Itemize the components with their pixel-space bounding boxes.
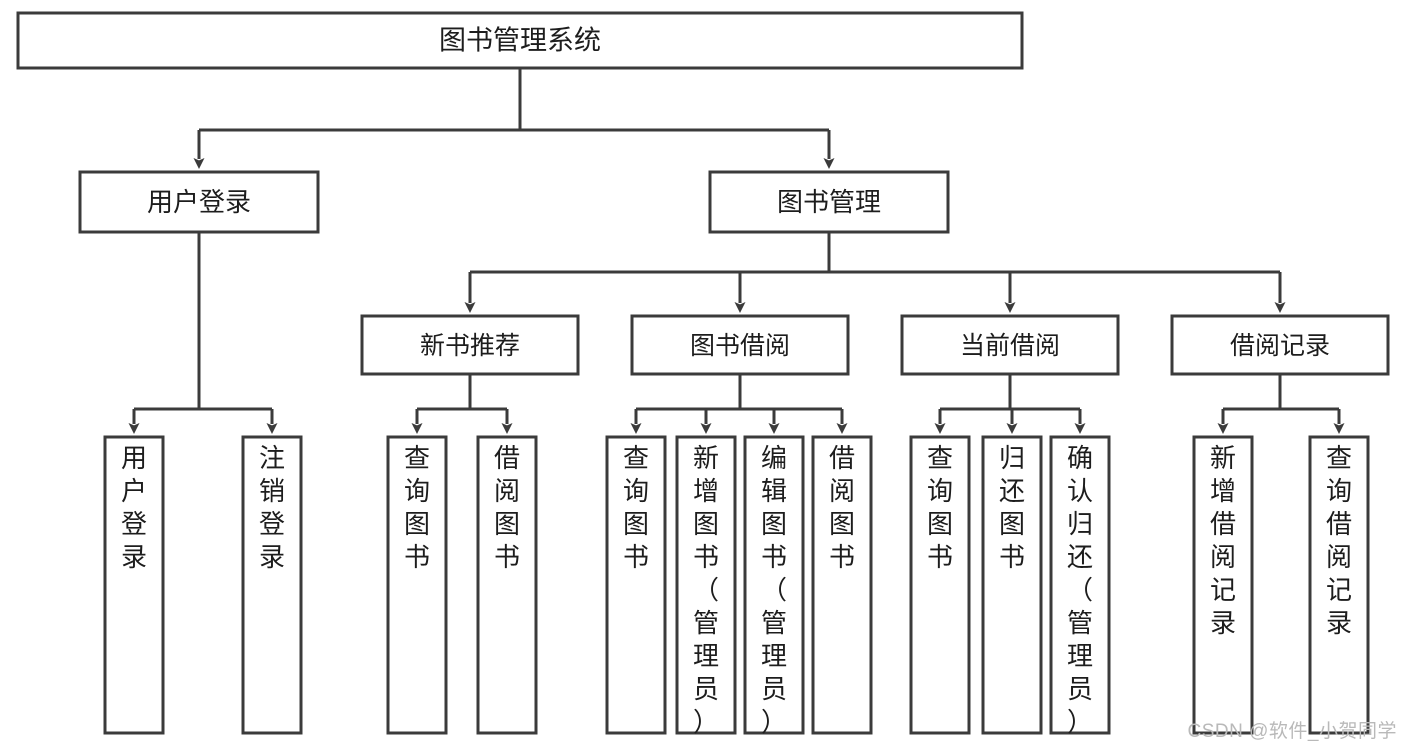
node-box [708,170,950,234]
node-box [1049,435,1111,735]
node-box [900,314,1120,376]
node-layer: 图书管理系统用户登录图书管理新书推荐图书借阅当前借阅借阅记录用户登录注销登录查询… [16,11,1390,737]
node-leaf-add-book[interactable]: 新增图书（管理员） [675,435,737,737]
node-text: 图书管理系统 [439,26,601,56]
node-box [360,314,580,376]
node-book-manage[interactable]: 图书管理 [708,170,950,234]
node-leaf-logout[interactable]: 注销登录 [241,435,303,735]
node-user-login[interactable]: 用户登录 [78,170,320,234]
node-text: 新增借阅记录 [1210,443,1236,638]
node-leaf-borrow-book-2[interactable]: 借阅图书 [811,435,873,735]
node-text: 新书推荐 [420,332,520,360]
node-box [103,435,165,735]
edge-layer [128,68,1345,434]
node-leaf-query-book-3[interactable]: 查询图书 [909,435,971,735]
node-text: 用户登录 [147,187,251,217]
node-text: 借阅记录 [1230,332,1330,360]
node-leaf-user-login[interactable]: 用户登录 [103,435,165,735]
node-leaf-query-book-1[interactable]: 查询图书 [386,435,448,735]
node-box [16,11,1024,70]
node-box [811,435,873,735]
node-box [605,435,667,735]
node-box [78,170,320,234]
node-text: 归还图书 [999,443,1025,572]
node-text: 查询图书 [404,443,430,572]
node-text: 图书借阅 [690,332,790,360]
node-box [743,435,805,735]
node-leaf-borrow-book-1[interactable]: 借阅图书 [476,435,538,735]
node-text: 用户登录 [121,443,147,572]
node-current-borrow[interactable]: 当前借阅 [900,314,1120,376]
node-text: 查询图书 [927,443,953,572]
node-text: 编辑图书（管理员） [761,443,787,737]
node-book-borrow[interactable]: 图书借阅 [630,314,850,376]
node-box [630,314,850,376]
node-leaf-add-record[interactable]: 新增借阅记录 [1192,435,1254,735]
node-box [675,435,737,735]
node-text: 借阅图书 [494,443,520,572]
node-box [386,435,448,735]
node-leaf-return-book[interactable]: 归还图书 [981,435,1043,735]
node-box [1308,435,1370,735]
node-text: 新增图书（管理员） [693,443,719,737]
node-box [1170,314,1390,376]
node-borrow-record[interactable]: 借阅记录 [1170,314,1390,376]
node-text: 借阅图书 [829,443,855,572]
node-box [981,435,1043,735]
node-box [241,435,303,735]
node-text: 查询图书 [623,443,649,572]
node-text: 查询借阅记录 [1326,443,1352,638]
node-box [1192,435,1254,735]
node-box [476,435,538,735]
node-text: 图书管理 [777,187,881,217]
node-leaf-query-record[interactable]: 查询借阅记录 [1308,435,1370,735]
node-root[interactable]: 图书管理系统 [16,11,1024,70]
node-text: 当前借阅 [960,332,1060,360]
node-new-book-rec[interactable]: 新书推荐 [360,314,580,376]
node-leaf-edit-book[interactable]: 编辑图书（管理员） [743,435,805,737]
node-text: 注销登录 [259,443,285,572]
node-leaf-confirm-return[interactable]: 确认归还（管理员） [1049,435,1111,737]
node-text: 确认归还（管理员） [1067,443,1093,737]
node-leaf-query-book-2[interactable]: 查询图书 [605,435,667,735]
node-box [909,435,971,735]
watermark-text: CSDN @软件_小贺同学 [1187,721,1397,742]
